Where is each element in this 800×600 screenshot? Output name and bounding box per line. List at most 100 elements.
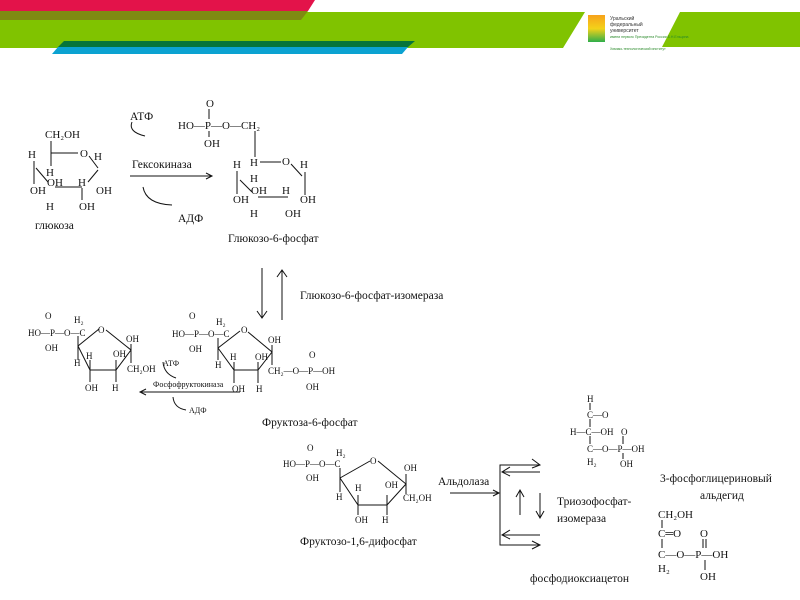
atom-label: H (382, 515, 389, 525)
atom-label: OH (126, 334, 139, 344)
atom-label: H₂ (587, 457, 597, 467)
atom-label: H (300, 159, 308, 171)
header-decoration (0, 0, 800, 54)
g6p-label: Глюкозо-6-фосфат (228, 233, 319, 245)
aldolase-label: Альдолаза (438, 476, 489, 488)
curved-arrow (172, 396, 187, 411)
atom-label: OH (232, 384, 245, 394)
atom-label: OH (113, 349, 126, 359)
red-band (0, 0, 315, 11)
atom-label: HO—P—O—CH₂ (178, 120, 260, 132)
atom-label: H (74, 358, 81, 368)
bond-line (88, 155, 99, 169)
atom-label: H (256, 384, 263, 394)
atom-label: OH (47, 177, 63, 189)
atom-label: CH₂OH (658, 509, 693, 521)
hexokinase-label: Гексокиназа (132, 159, 192, 171)
atom-label: O (206, 98, 214, 110)
bond-line (492, 489, 501, 497)
atom-label: OH (30, 185, 46, 197)
atom-label: OH (620, 459, 633, 469)
atom-label: C═O (658, 528, 681, 540)
right-green-band (662, 12, 800, 47)
glucose-6-phosphate-structure: O HO—P—O—CH₂ OH H H O H H OH OH H OH H O… (178, 98, 316, 220)
atom-label: H (230, 352, 237, 362)
atom-label: OH (85, 383, 98, 393)
pfk-label: Фосфофруктокиназа (153, 380, 224, 389)
split-bracket (499, 464, 540, 546)
bond-line (531, 458, 542, 469)
atom-label: H (86, 351, 93, 361)
bond-line (205, 172, 214, 180)
dark-green-stripe (58, 41, 415, 47)
bond-line (138, 388, 147, 396)
atom-label: H (233, 159, 241, 171)
atom-label: HO—P—O—C (28, 328, 86, 338)
atom-label: OH (404, 463, 417, 473)
bond-line (290, 163, 303, 177)
atom-label: OH (300, 194, 316, 206)
atom-label: H (215, 360, 222, 370)
atom-label: H (94, 151, 102, 163)
atom-label: O (80, 148, 88, 160)
adp-label: АДФ (178, 213, 203, 225)
dihydroxyacetone-phosphate-structure: CH₂OH C═O O C—O—P—OH H₂ OH (658, 509, 728, 583)
dhap-label: фосфодиоксиацетон (530, 573, 629, 585)
atom-label: CH₂OH (403, 493, 432, 503)
atom-label: OH (255, 352, 268, 362)
fructose-bisphosphate-structure: O HO—P—O—C H₂ OH O OH H H OH CH₂—O—P—OH … (172, 311, 336, 394)
bond-line (77, 328, 100, 347)
logo-tag: Химико-технологический институт (610, 47, 666, 51)
fructose-6-phosphate-structure: O HO—P—O—C H₂ OH O OH H H OH CH₂OH OH H (28, 311, 156, 393)
atom-label: C—O—P—OH (658, 549, 728, 561)
bond-line (239, 179, 253, 193)
bond-line (276, 269, 288, 278)
bond-line (500, 466, 511, 477)
f16dp-label: Фруктозо-1,6-дифосфат (300, 536, 417, 548)
atom-label: H (78, 177, 86, 189)
atom-label: HO—P—O—C (283, 459, 341, 469)
atom-label: OH (204, 138, 220, 150)
f6p-label: Фруктоза-6-фосфат (262, 417, 358, 429)
tpi-label-line2: изомераза (557, 513, 606, 525)
bond-line (531, 540, 542, 550)
atom-label: H₂ (74, 315, 84, 325)
gap-label-line1: 3-фосфоглицериновый (660, 473, 772, 485)
fructose-1-6-diphosphate-structure: O HO—P—O—C H₂ OH O OH H H OH CH₂OH OH H (283, 443, 432, 525)
atom-label: H (587, 394, 594, 404)
glucose-structure: CH₂OH H O H H OH OH H OH H OH (28, 129, 112, 213)
glucose-label: глюкоза (35, 220, 74, 232)
bond-line (500, 529, 511, 540)
atom-label: O (98, 325, 105, 335)
atom-label: H (282, 185, 290, 197)
atom-label: H—C—OH (570, 427, 614, 437)
gap-label-line2: альдегид (700, 490, 744, 502)
blue-stripe (52, 47, 408, 54)
bond-line (515, 488, 525, 498)
atom-label: OH (45, 343, 58, 353)
atom-label: HO—P—O—C (172, 329, 230, 339)
atom-label: CH₂OH (127, 364, 156, 374)
isomerase-label: Глюкозо-6-фосфат-изомераза (300, 290, 443, 302)
atom-label: OH (96, 185, 112, 197)
atom-label: OH (79, 201, 95, 213)
logo-text: федеральный (610, 21, 643, 28)
atom-label: OH (251, 185, 267, 197)
bond-line (87, 169, 99, 183)
university-logo: Уральский федеральный университет имени … (588, 15, 689, 51)
adp-label: АДФ (189, 406, 207, 415)
atp-label: АТФ (130, 111, 153, 123)
atom-label: CH₂OH (45, 129, 80, 141)
atom-label: H (46, 201, 54, 213)
atom-label: H (336, 492, 343, 502)
curved-arrow (162, 361, 177, 379)
atom-label: H (112, 383, 119, 393)
atom-label: H (46, 167, 54, 179)
atom-label: H (250, 173, 258, 185)
atom-label: H₂ (216, 317, 226, 327)
atom-label: OH (306, 473, 319, 483)
logo-text: Уральский (610, 15, 635, 22)
atom-label: OH (700, 571, 716, 583)
